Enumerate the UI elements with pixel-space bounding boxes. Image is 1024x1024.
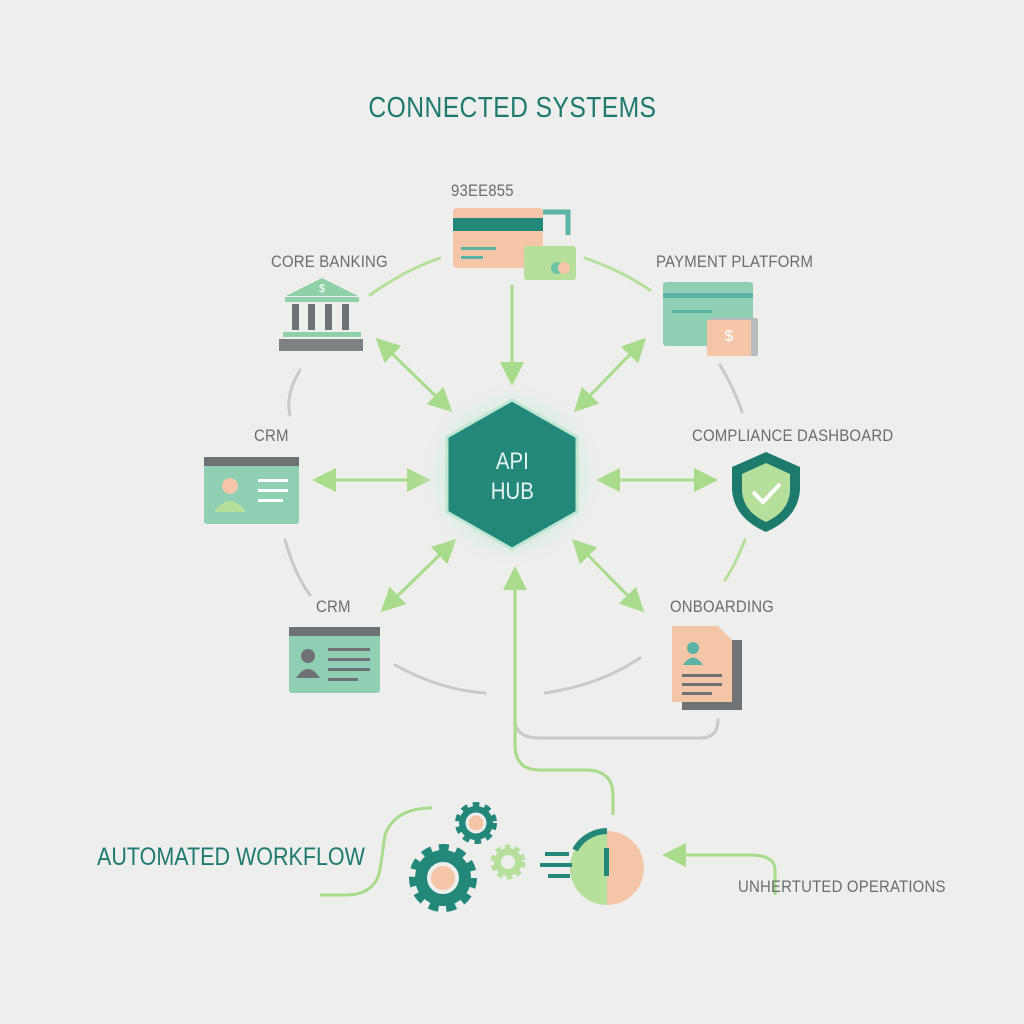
node-label-crm-upper: CRM [254,426,289,445]
node-label-payment-platform: PAYMENT PLATFORM [656,252,814,271]
crm-contact-card-icon [289,627,380,693]
automated-workflow-label: AUTOMATED WORKFLOW [97,843,365,871]
svg-text:$: $ [725,328,734,345]
operations-label: UNHERTUTED OPERATIONS [738,877,946,896]
speed-automation-icon [540,828,644,905]
crm-profile-card-icon [204,457,299,524]
diagram-title: CONNECTED SYSTEMS [367,92,656,124]
bank-icon: $ [279,278,363,351]
shield-check-icon [732,452,800,532]
node-label-crm-lower: CRM [316,597,351,616]
node-label-compliance-dashboard: COMPLIANCE DASHBOARD [692,426,894,445]
svg-text:$: $ [319,283,325,295]
api-hub-hexagon[interactable] [445,398,579,551]
node-label-core-banking: CORE BANKING [271,252,388,271]
node-label-onboarding: ONBOARDING [670,597,775,616]
credit-card-icon [453,208,576,280]
ring-connectors [283,256,747,740]
hub-arrows [312,285,777,897]
node-label-top: 93EE855 [451,181,514,200]
onboarding-document-icon [672,626,742,710]
gears-icon [409,802,526,912]
payment-card-icon: $ [663,282,758,356]
